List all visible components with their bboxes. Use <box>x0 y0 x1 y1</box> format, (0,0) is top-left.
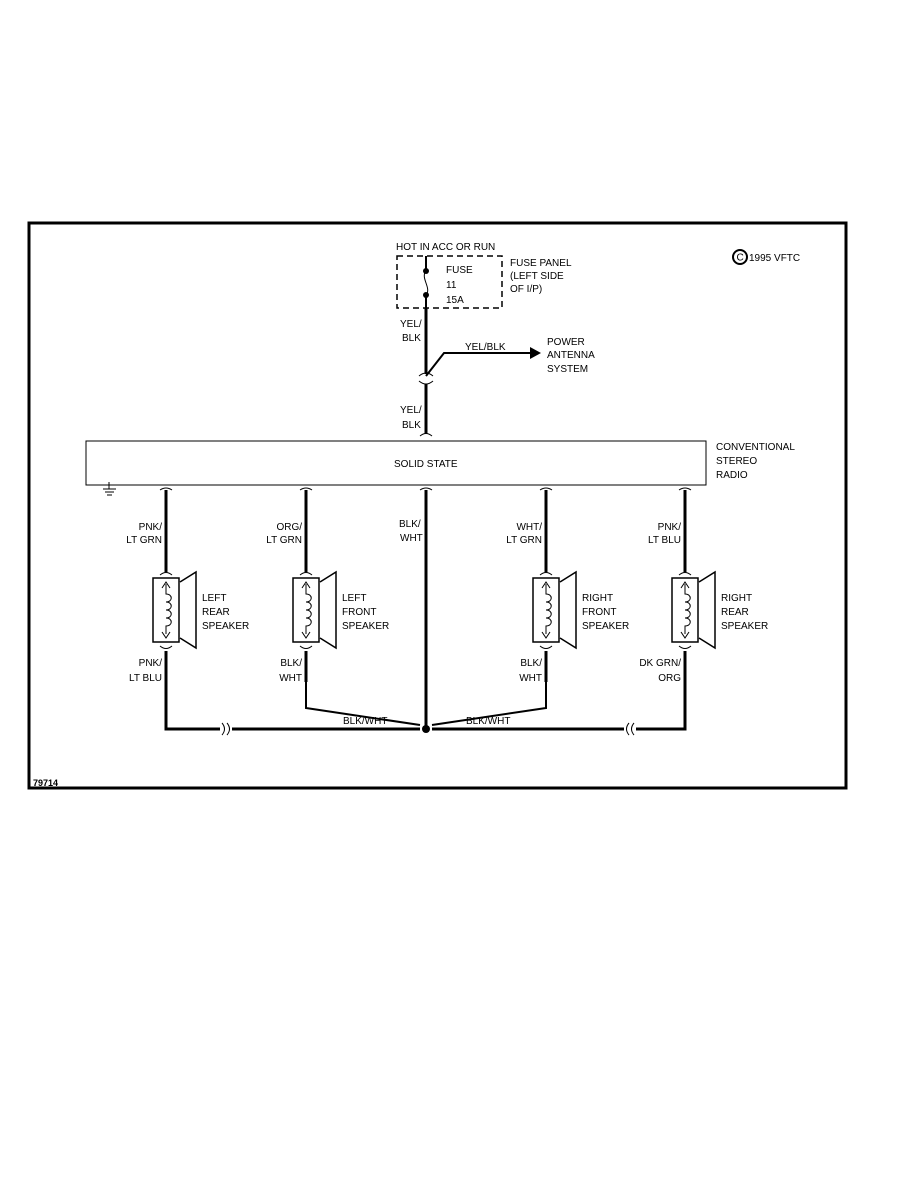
fuse-panel-line2: (LEFT SIDE <box>510 271 564 282</box>
left-rear-bottom-wire-line1: PNK/ <box>139 658 163 669</box>
left-rear-name-line1: LEFT <box>202 593 226 604</box>
left-rear-return-wire <box>164 670 220 731</box>
speaker-icon <box>559 570 577 650</box>
coil-icon <box>165 584 172 634</box>
speaker-icon <box>698 570 716 650</box>
right-rear-bottom-wire-line1: DK GRN/ <box>639 658 681 669</box>
radio-pin-center <box>419 487 433 491</box>
coil-icon <box>305 584 312 634</box>
radio-pin-feed <box>419 433 433 437</box>
speaker-right-rear: PNK/LT BLU DK GRN/ORG RIGHT REAR SPEAKER <box>639 487 768 684</box>
fuse-box <box>396 255 503 309</box>
right-rear-bottom-wire-line2: ORG <box>658 673 681 684</box>
diagram-frame <box>27 221 848 790</box>
fuse-rating: 15A <box>446 295 464 306</box>
feed-lower-line2: BLK <box>402 420 421 431</box>
fuse-number: 11 <box>446 280 457 291</box>
right-rear-name-line1: RIGHT <box>721 593 752 604</box>
right-rear-top-wire-line1: PNK/ <box>658 522 682 533</box>
radio-pin-left-front <box>299 487 313 491</box>
left-rear-top-wire-line2: LT GRN <box>126 535 162 546</box>
right-rear-name-line3: SPEAKER <box>721 621 768 632</box>
center-wire-line2: WHT <box>400 533 423 544</box>
right-front-name-line1: RIGHT <box>582 593 613 604</box>
arrow-right-icon <box>530 347 541 359</box>
speaker-icon <box>319 570 337 650</box>
fuse-icon <box>423 256 429 308</box>
left-front-top-wire-line1: ORG/ <box>276 522 302 533</box>
left-rear-name-line2: REAR <box>202 607 230 618</box>
coil-icon <box>545 584 552 634</box>
hot-label: HOT IN ACC OR RUN <box>396 242 495 253</box>
left-bus-label: BLK/WHT <box>343 716 387 727</box>
left-front-top-wire-line2: LT GRN <box>266 535 302 546</box>
connector-icon <box>626 722 635 736</box>
right-front-bottom-wire-line2: WHT <box>519 673 542 684</box>
left-rear-name-line3: SPEAKER <box>202 621 249 632</box>
radio-name-line3: RADIO <box>716 470 748 481</box>
speaker-left-front: ORG/LT GRN BLK/WHT LEFT FRONT SPEAKER <box>266 487 389 684</box>
copyright-symbol: C <box>737 253 744 264</box>
speaker-icon <box>179 570 197 650</box>
ground-icon <box>103 482 116 496</box>
fuse-name: FUSE <box>446 265 473 276</box>
left-front-bottom-wire-line2: WHT <box>279 673 302 684</box>
connector-icon <box>221 722 230 736</box>
figure-id: 79714 <box>33 778 58 788</box>
radio-box <box>85 440 707 486</box>
feed-upper-line1: YEL/ <box>400 319 422 330</box>
antenna-branch-wire <box>425 352 530 377</box>
right-rear-top-wire-line2: LT BLU <box>648 535 681 546</box>
left-rear-bottom-wire-line2: LT BLU <box>129 673 162 684</box>
antenna-line2: ANTENNA <box>547 350 595 361</box>
fuse-panel-line1: FUSE PANEL <box>510 258 572 269</box>
splice-dot <box>422 725 430 733</box>
right-front-bottom-wire-line1: BLK/ <box>520 658 542 669</box>
copyright-icon <box>732 249 748 265</box>
left-front-name-line3: SPEAKER <box>342 621 389 632</box>
right-rear-return-wire <box>636 670 687 731</box>
radio-inner-label: SOLID STATE <box>394 459 458 470</box>
left-front-name-line1: LEFT <box>342 593 366 604</box>
right-front-top-wire-line2: LT GRN <box>506 535 542 546</box>
radio-pin-right-rear <box>678 487 692 491</box>
antenna-line1: POWER <box>547 337 585 348</box>
right-front-name-line2: FRONT <box>582 607 616 618</box>
right-bus-label: BLK/WHT <box>466 716 510 727</box>
right-front-name-line3: SPEAKER <box>582 621 629 632</box>
coil-icon <box>684 584 691 634</box>
fuse-panel-line3: OF I/P) <box>510 284 542 295</box>
radio-pin-right-front <box>539 487 553 491</box>
feed-lower-line1: YEL/ <box>400 405 422 416</box>
feed-upper-line2: BLK <box>402 333 421 344</box>
right-front-top-wire-line1: WHT/ <box>516 522 542 533</box>
speaker-left-rear: PNK/LT GRN PNK/LT BLU LEFT REAR SPEAKER <box>126 487 249 684</box>
antenna-branch-label: YEL/BLK <box>465 342 506 353</box>
radio-pin-left-rear <box>159 487 173 491</box>
antenna-line3: SYSTEM <box>547 364 588 375</box>
left-front-return-wire <box>305 680 421 726</box>
center-wire-line1: BLK/ <box>399 519 421 530</box>
left-rear-top-wire-line1: PNK/ <box>139 522 163 533</box>
speaker-right-front: WHT/LT GRN BLK/WHT RIGHT FRONT SPEAKER <box>506 487 629 684</box>
copyright-text: 1995 VFTC <box>749 253 800 264</box>
left-front-name-line2: FRONT <box>342 607 376 618</box>
left-front-bottom-wire-line1: BLK/ <box>280 658 302 669</box>
radio-name-line1: CONVENTIONAL <box>716 442 795 453</box>
radio-name-line2: STEREO <box>716 456 757 467</box>
right-front-return-wire <box>431 680 547 726</box>
right-rear-name-line2: REAR <box>721 607 749 618</box>
